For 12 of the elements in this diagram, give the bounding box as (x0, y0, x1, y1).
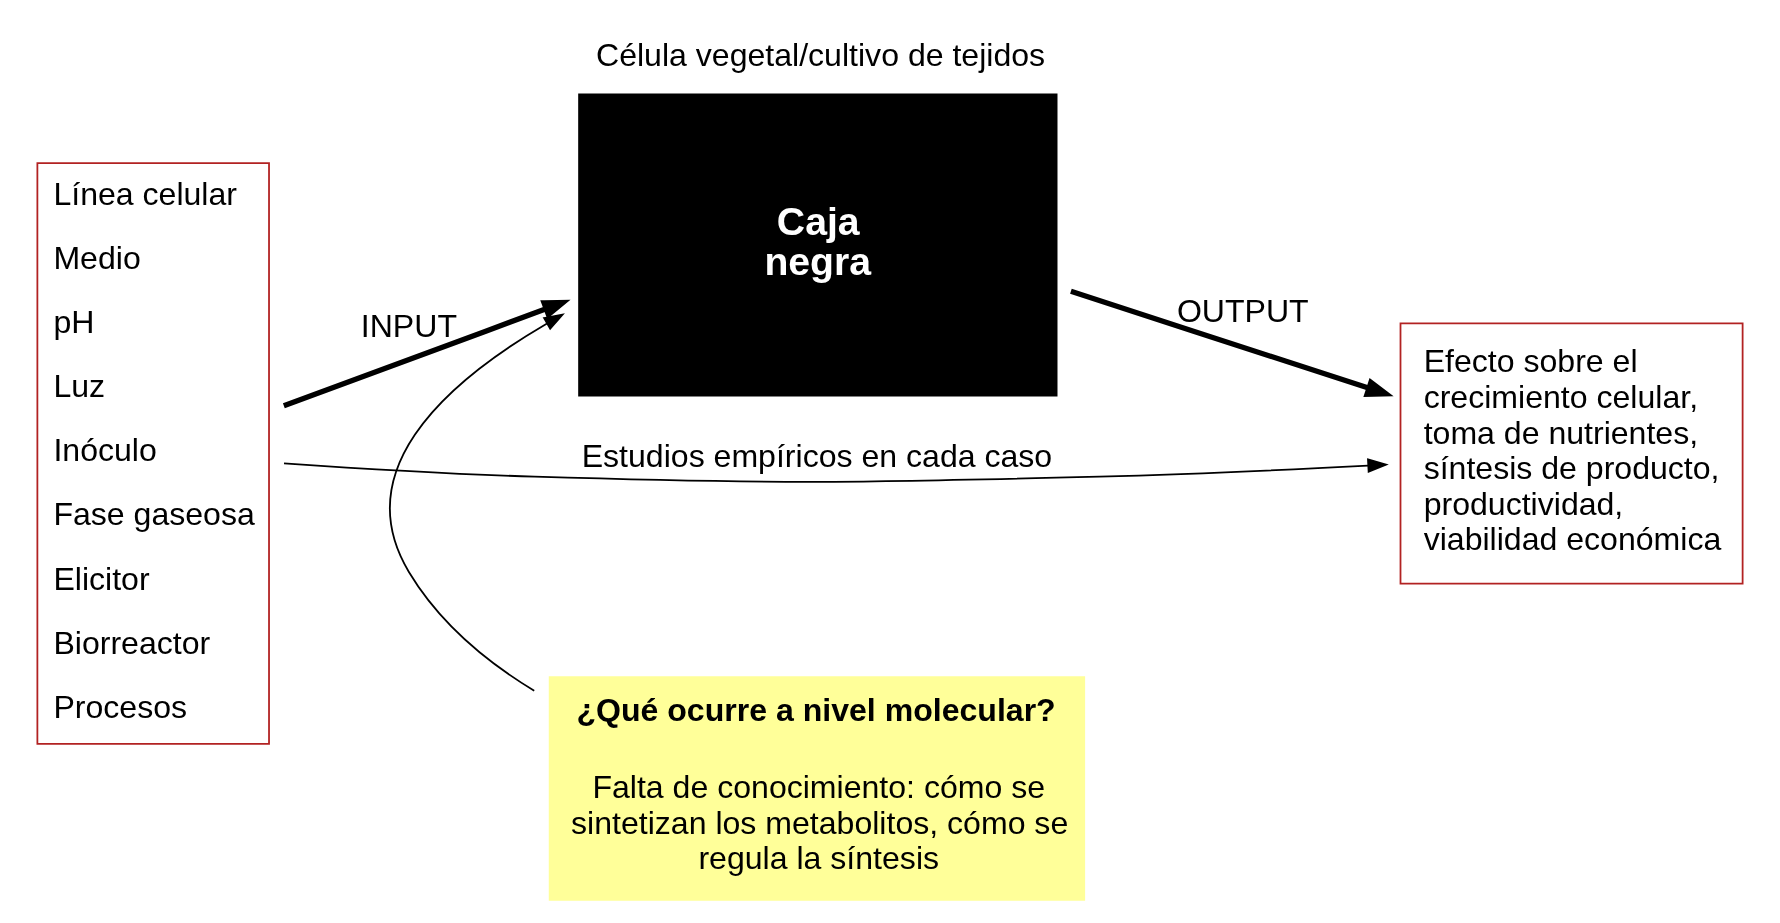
node-box: ¿Qué ocurre a nivel molecular? Falta de conocimiento: cómo se sintetizan los metabolitos, cómo se regula la síntesis (548, 676, 1086, 901)
node-box: Efecto sobre el crecimiento celular, toma de nutrientes, síntesis de producto, productividad, viabilidad económica (1399, 322, 1744, 585)
arrow (283, 458, 1389, 483)
node-box: Caja negra (578, 93, 1058, 397)
node-label: Célula vegetal/cultivo de tejidos (595, 36, 1046, 73)
arrow (1070, 288, 1394, 397)
arrow (389, 313, 565, 692)
edge-label: OUTPUT (1176, 293, 1309, 330)
node-box: Línea celular Medio pH Luz Inóculo Fase gaseosa Elicitor Biorreactor Procesos (36, 162, 270, 745)
edge-label: Estudios empíricos en cada caso (581, 437, 1053, 474)
arrow (282, 299, 571, 409)
edge-label: INPUT (360, 307, 457, 344)
